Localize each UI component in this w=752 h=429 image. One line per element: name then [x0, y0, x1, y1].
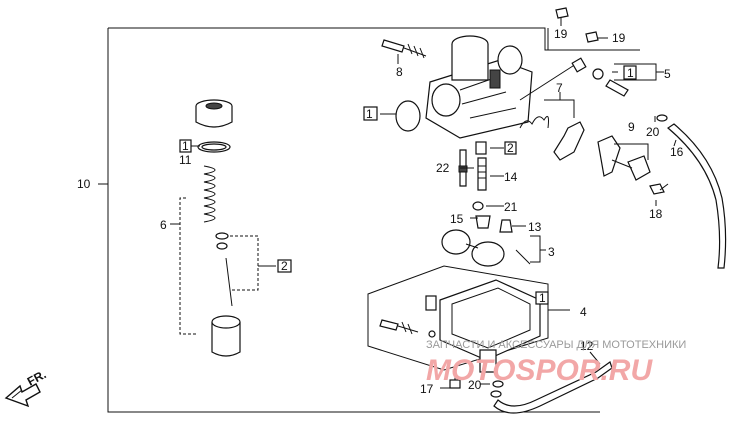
bolt-19-right [585, 31, 608, 43]
pilot-screw [381, 39, 427, 59]
float-chamber [439, 279, 541, 373]
overflow-hose [656, 114, 727, 269]
callout-14: 14 [504, 170, 518, 184]
callout-19-top: 19 [554, 27, 568, 41]
callout-1-chamber: 1 [539, 291, 546, 305]
callout-10: 10 [77, 177, 91, 191]
callout-9: 9 [628, 120, 635, 134]
callout-box-2-left [277, 259, 292, 273]
callout-20-bottom: 20 [468, 378, 482, 392]
hose-clip [492, 380, 504, 388]
callout-2-jet: 2 [507, 141, 514, 155]
float-valve-needle [499, 219, 513, 233]
callout-21: 21 [504, 200, 518, 214]
callout-box-1-cap [179, 139, 192, 153]
callout-5: 5 [664, 67, 671, 81]
callout-12: 12 [580, 339, 594, 353]
float-arm [597, 135, 651, 181]
callout-1-choke: 1 [627, 66, 634, 80]
callout-1-cap: 1 [182, 139, 189, 153]
assembly-bracket [107, 28, 600, 413]
watermark-caption: ЗАПЧАСТИ И АКСЕССУАРЫ ДЛЯ МОТОТЕХНИКИ [426, 339, 686, 351]
callout-11: 11 [179, 153, 192, 167]
float [441, 229, 505, 267]
jet-needle [225, 257, 233, 307]
needle-jet-holder [475, 141, 487, 191]
needle-clip-set [215, 232, 229, 250]
float-chamber-group [367, 265, 549, 371]
choke-shaft [519, 57, 629, 101]
callout-2-left: 2 [281, 259, 288, 273]
assembly-bracket-top [108, 27, 640, 51]
main-jet [472, 201, 484, 211]
callout-20-top: 20 [646, 125, 660, 139]
cap-gasket [197, 141, 231, 153]
callout-1: 1 [366, 107, 373, 121]
callout-22: 22 [436, 161, 450, 175]
callout-8: 8 [396, 65, 403, 79]
callout-3: 3 [548, 245, 555, 259]
float-pin [515, 249, 531, 265]
carburetor-body [425, 35, 533, 139]
bolt-19-top [555, 7, 569, 26]
watermark-brand: MOTOSPOR.RU [426, 354, 653, 387]
carb-top-cap [195, 99, 233, 128]
float-valve [475, 215, 491, 229]
throttle-valve-spring [203, 165, 216, 223]
front-direction-arrow [4, 383, 41, 408]
callout-13: 13 [528, 220, 542, 234]
leader-lines [194, 28, 677, 389]
screw-18 [649, 183, 669, 195]
callout-box-1-choke [623, 65, 637, 80]
callout-box-1-carb [363, 106, 378, 121]
callout-15: 15 [450, 212, 464, 226]
choke-lever [519, 115, 585, 161]
drain-screw [449, 372, 461, 389]
small-plug [425, 295, 437, 311]
callout-17: 17 [420, 382, 434, 396]
callout-19-right: 19 [612, 31, 626, 45]
drain-hose [490, 361, 613, 414]
callout-box-1-chamber [535, 291, 549, 305]
front-label: FR. [25, 367, 49, 388]
callout-7: 7 [556, 81, 563, 95]
callout-4: 4 [580, 305, 587, 319]
o-ring [395, 100, 421, 132]
callout-16: 16 [670, 145, 684, 159]
callout-18: 18 [649, 207, 663, 221]
throttle-valve [211, 315, 241, 357]
callout-box-2-jet [504, 141, 517, 155]
callout-6: 6 [160, 218, 167, 232]
air-screw [379, 319, 419, 335]
